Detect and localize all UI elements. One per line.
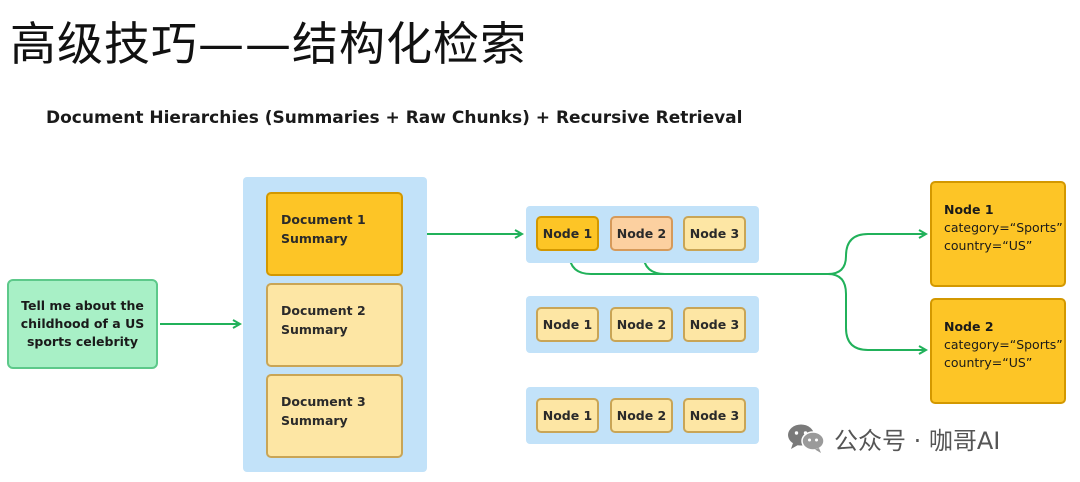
query-text: Tell me about the childhood of a US spor… [20,298,145,349]
diagram-subtitle: Document Hierarchies (Summaries + Raw Ch… [46,108,743,128]
result-node-2: Node 2 category=“Sports” country=“US” [930,298,1066,404]
group-2-node-3: Node 3 [683,307,746,342]
document-2-sublabel: Summary [281,322,348,337]
document-3-sublabel: Summary [281,413,348,428]
document-2-label: Document 2 [281,303,366,318]
group-1-node-2: Node 2 [610,216,673,251]
result-1-category: category=“Sports” [944,220,1063,235]
result-2-name: Node 2 [944,319,994,334]
query-box: Tell me about the childhood of a US spor… [7,279,158,369]
page-title: 高级技巧——结构化检索 [10,17,527,71]
group-3-node-2: Node 2 [610,398,673,433]
group-2-node-1: Node 1 [536,307,599,342]
document-3-summary: Document 3 Summary [266,374,403,458]
group-3-node-1: Node 1 [536,398,599,433]
arrow-to-result-2 [827,273,926,350]
document-1-summary: Document 1 Summary [266,192,403,276]
document-3-label: Document 3 [281,394,366,409]
result-1-name: Node 1 [944,202,994,217]
arrow-to-result-1 [827,234,926,275]
group-2-node-2: Node 2 [610,307,673,342]
group-1-node-3: Node 3 [683,216,746,251]
result-node-1: Node 1 category=“Sports” country=“US” [930,181,1066,287]
watermark-text: 公众号 · 咖哥AI [834,426,1001,455]
document-1-label: Document 1 [281,212,366,227]
group-1-node-1: Node 1 [536,216,599,251]
result-1-country: country=“US” [944,238,1033,253]
result-2-category: category=“Sports” [944,337,1063,352]
result-2-country: country=“US” [944,355,1033,370]
group-3-node-3: Node 3 [683,398,746,433]
wechat-icon [786,422,826,454]
document-2-summary: Document 2 Summary [266,283,403,367]
document-1-sublabel: Summary [281,231,348,246]
watermark: 公众号 · 咖哥AI [786,420,1000,456]
